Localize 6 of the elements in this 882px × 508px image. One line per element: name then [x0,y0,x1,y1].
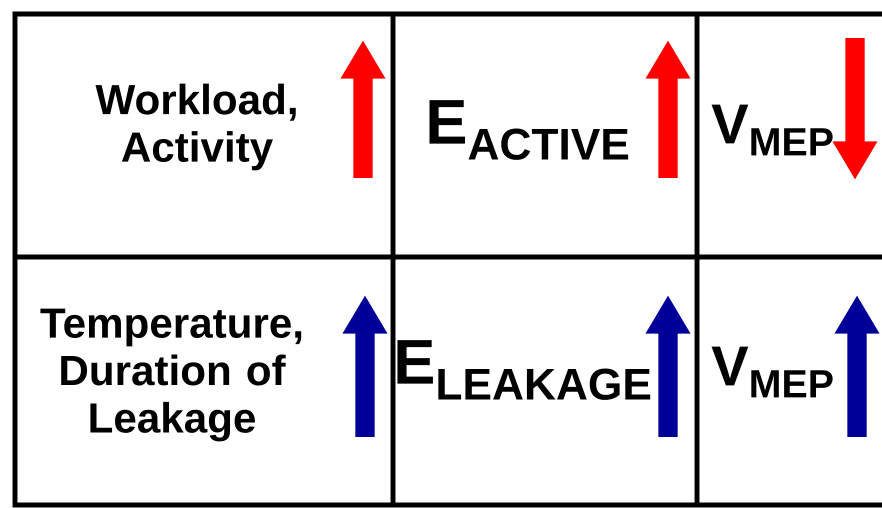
cell-text: Temperature, Duration of Leakage [40,308,302,442]
cell-text: V$_{MEP}$ [712,104,833,156]
cell-text: Workload, Activity [95,84,296,170]
cell-text: E$_{LEAKAGE}$ [397,340,650,400]
cell-text: V$_{MEP}$ [712,346,833,398]
cell-text: E$_{ACTIVE}$ [430,100,628,160]
